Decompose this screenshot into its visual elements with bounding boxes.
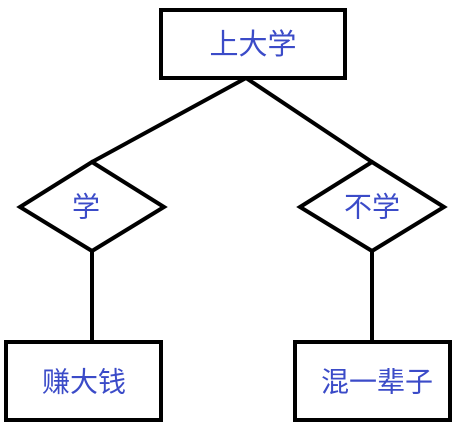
decision-study-diamond <box>16 159 168 254</box>
outcome-life-label: 混一辈子 <box>321 366 433 399</box>
decision-study-label: 学 <box>72 191 100 224</box>
connector-root-to-study <box>90 76 248 164</box>
decision-not-study-diamond <box>296 159 448 254</box>
outcome-life-box <box>293 340 452 422</box>
connector-root-to-not-study <box>244 76 374 164</box>
root-node-label: 上大学 <box>209 27 296 61</box>
root-node-box <box>159 8 347 80</box>
outcome-rich-label: 赚大钱 <box>42 366 126 399</box>
outcome-rich-box <box>4 340 163 422</box>
decision-not-study-label: 不学 <box>344 191 400 224</box>
